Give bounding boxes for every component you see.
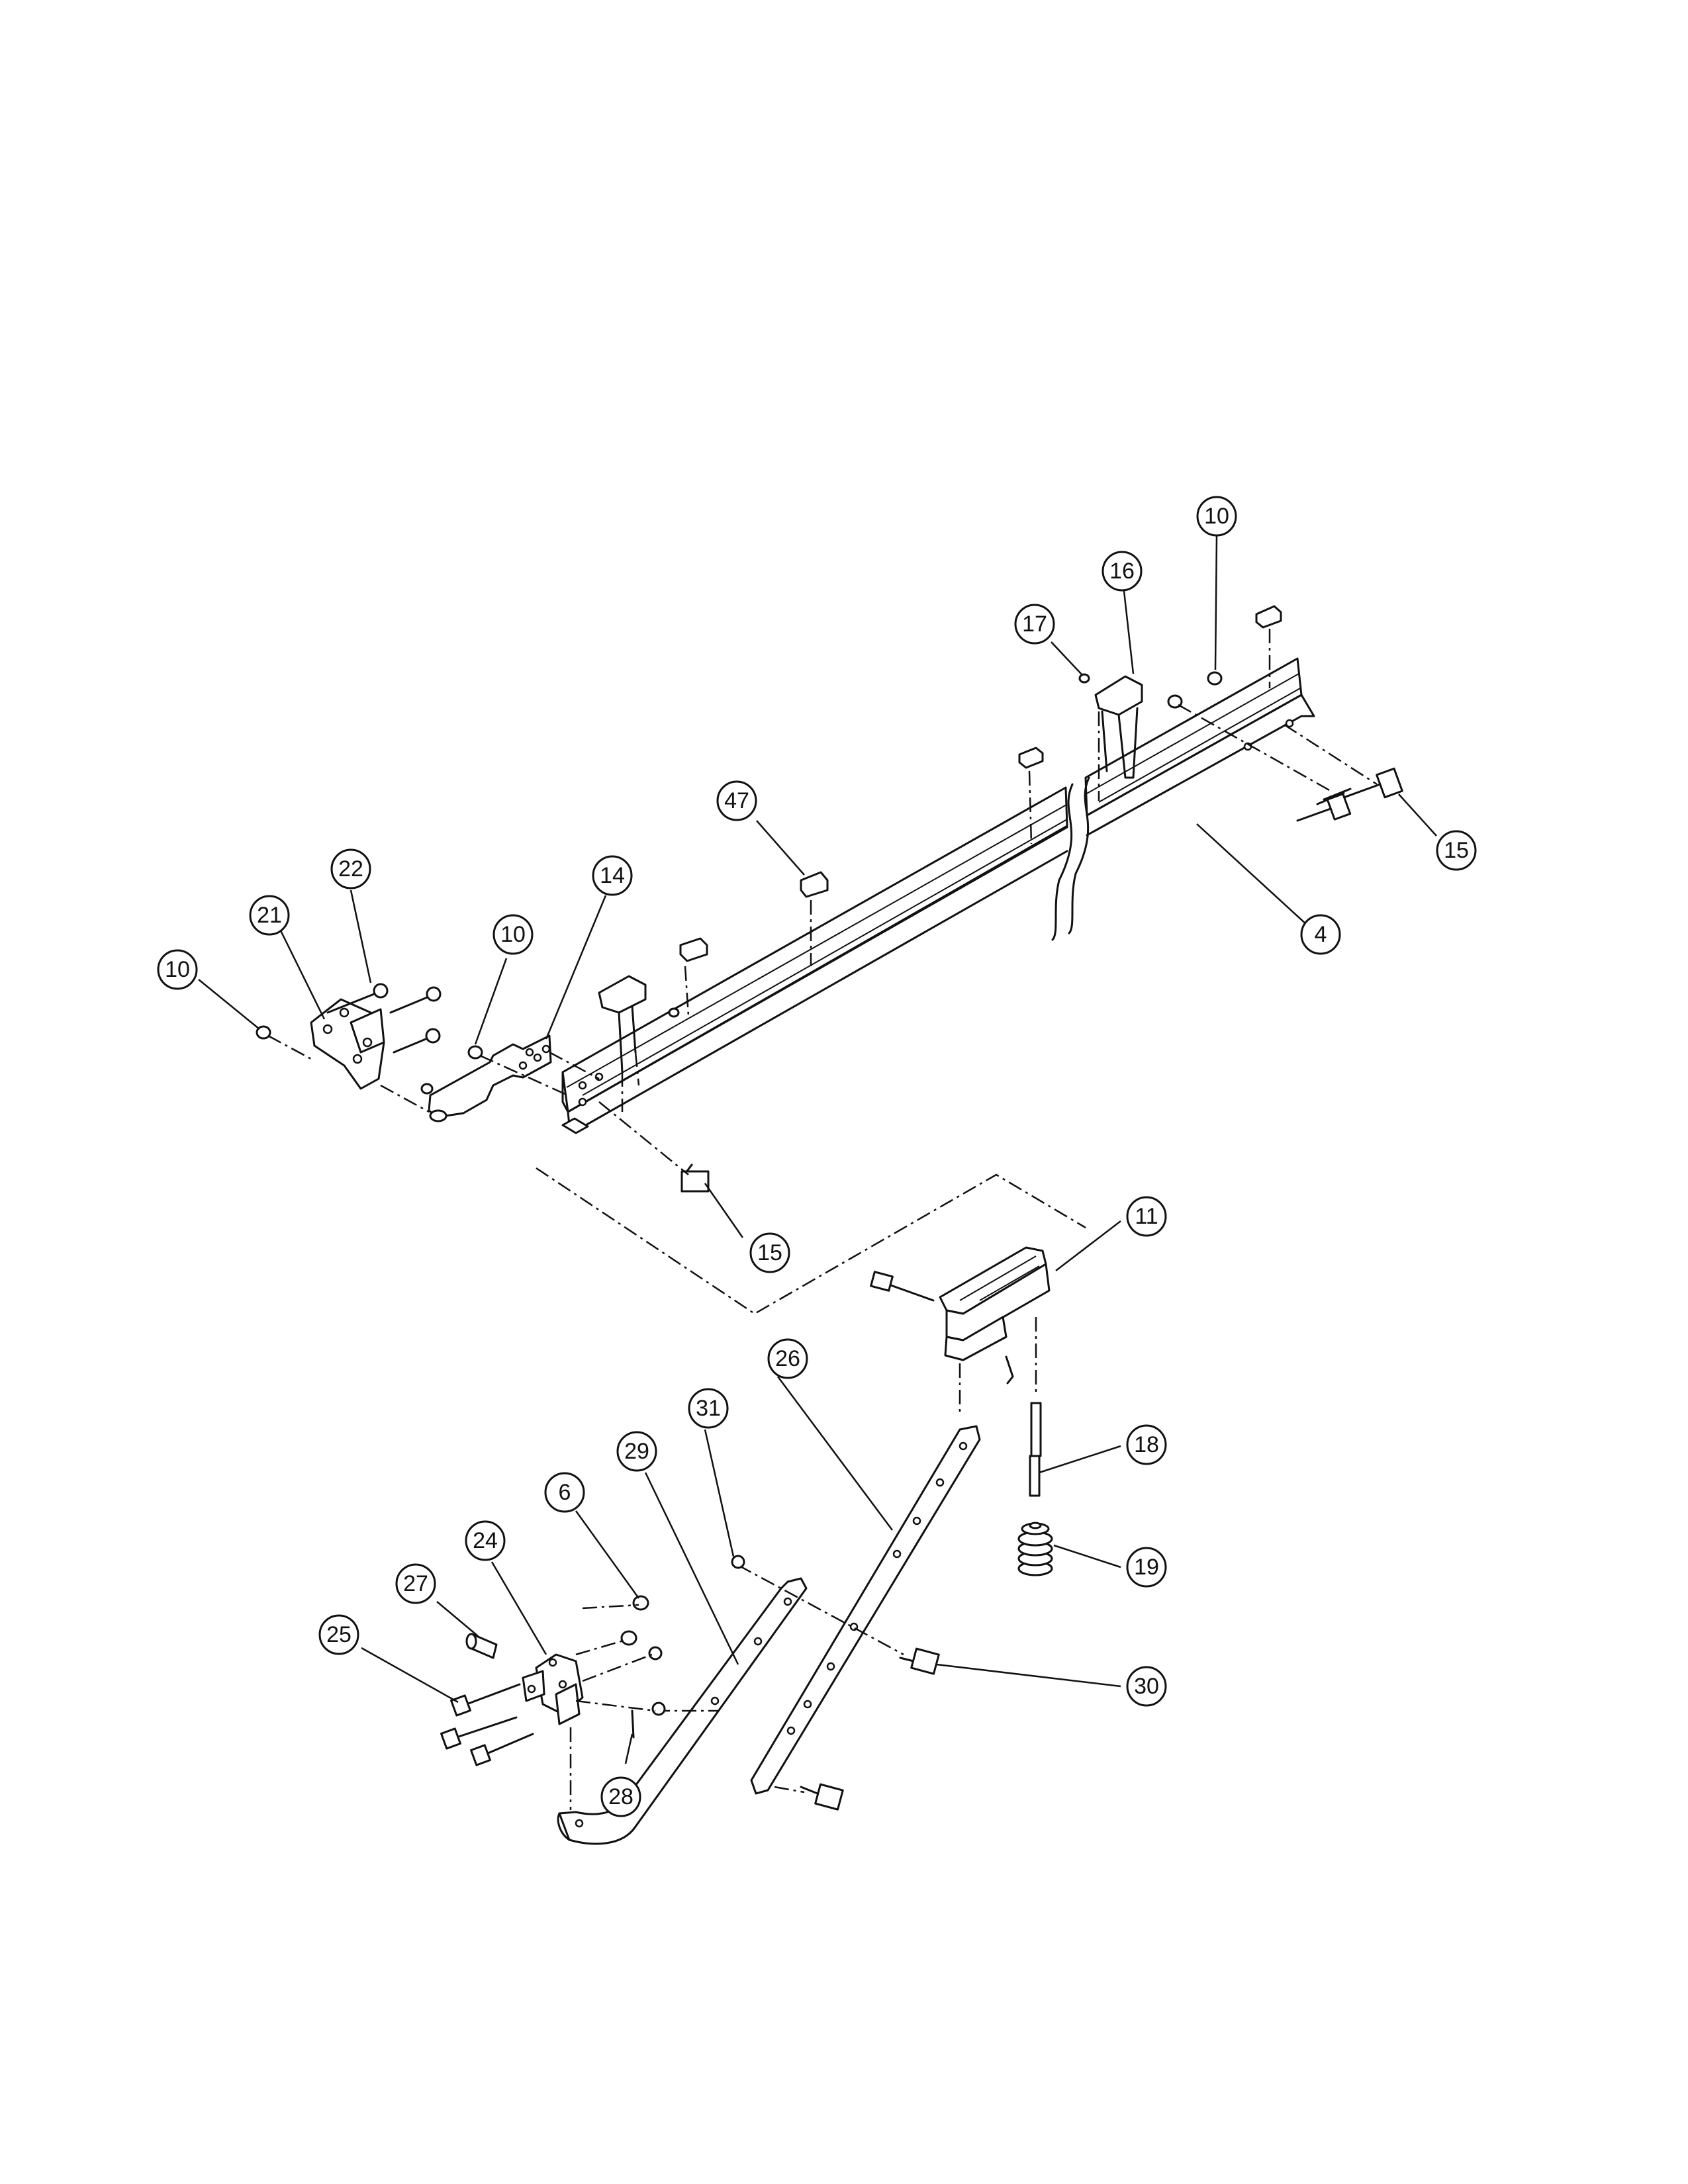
callout-label: 31: [696, 1396, 721, 1421]
callout-label: 19: [1134, 1555, 1159, 1580]
callout-label: 15: [1444, 838, 1469, 863]
callout-label: 30: [1134, 1674, 1159, 1699]
callout-47: 47: [716, 780, 757, 821]
part-6-nuts: [620, 1555, 745, 1716]
callout-14: 14: [592, 855, 633, 896]
part-16-hanger-right: [1094, 675, 1143, 779]
callout-28: 28: [600, 1776, 641, 1817]
callout-10-middle: 10: [492, 914, 534, 955]
callout-label: 27: [403, 1571, 428, 1596]
callout-label: 25: [326, 1622, 352, 1647]
construction-lines-top: [267, 629, 1378, 1315]
leader-lines: [198, 534, 1437, 1764]
part-26-arm: [750, 1425, 981, 1795]
callout-6: 6: [544, 1472, 585, 1513]
part-30-bolts: [800, 1647, 940, 1811]
callout-10-left: 10: [157, 949, 198, 990]
callout-22: 22: [330, 848, 371, 889]
callout-31: 31: [688, 1388, 729, 1429]
callout-label: 47: [724, 788, 749, 813]
callout-label: 4: [1315, 922, 1327, 947]
callout-29: 29: [616, 1431, 657, 1472]
callout-label: 29: [624, 1439, 649, 1464]
part-47-clips: [679, 605, 1282, 962]
part-18-spring: [1029, 1402, 1042, 1497]
part-22-screws: [326, 983, 442, 1054]
callout-label: 15: [757, 1240, 782, 1265]
bracket-construction: [569, 1604, 656, 1810]
callout-label: 11: [1135, 1204, 1158, 1229]
callout-25: 25: [318, 1614, 359, 1655]
callout-label: 21: [257, 903, 282, 928]
part-25-bolts: [440, 1683, 534, 1766]
callout-30: 30: [1126, 1666, 1167, 1707]
callout-label: 10: [1204, 504, 1229, 529]
callout-label: 14: [600, 863, 625, 888]
callout-19: 19: [1126, 1547, 1167, 1588]
callout-label: 10: [500, 922, 526, 947]
callout-4: 4: [1300, 914, 1341, 955]
part-14-bracket: [428, 1034, 552, 1122]
part-21-plate: [310, 998, 385, 1090]
part-27-pin: [465, 1633, 498, 1659]
callout-label: 17: [1022, 612, 1047, 637]
part-16-hanger-left: [598, 975, 647, 1073]
callout-10-top-right: 10: [1196, 496, 1237, 537]
rail-assembly: [561, 657, 1315, 1134]
callout-16: 16: [1102, 551, 1143, 592]
callout-11: 11: [1126, 1196, 1167, 1237]
callout-15-right: 15: [1436, 830, 1477, 871]
callout-label: 28: [608, 1784, 633, 1809]
callout-label: 22: [338, 856, 363, 882]
callout-17: 17: [1014, 604, 1055, 645]
part-24-bracket: [522, 1653, 584, 1725]
callout-15-left: 15: [749, 1232, 790, 1273]
callout-label: 24: [473, 1528, 498, 1553]
callout-label: 10: [165, 957, 190, 982]
callout-label: 6: [559, 1480, 571, 1505]
callout-27: 27: [395, 1563, 436, 1604]
part-11-trolley: [870, 1246, 1051, 1385]
part-15-bolts: [680, 767, 1403, 1193]
callout-18: 18: [1126, 1424, 1167, 1465]
part-28-pin: [631, 1709, 635, 1739]
callout-label: 26: [775, 1346, 800, 1371]
part-19-stack: [1017, 1522, 1053, 1576]
callout-label: 16: [1109, 559, 1135, 584]
callout-24: 24: [465, 1520, 506, 1561]
callout-21: 21: [249, 895, 290, 936]
callout-26: 26: [767, 1338, 808, 1379]
washers: [256, 671, 1223, 1095]
callout-label: 18: [1134, 1432, 1159, 1457]
arms-construction: [655, 1564, 904, 1794]
